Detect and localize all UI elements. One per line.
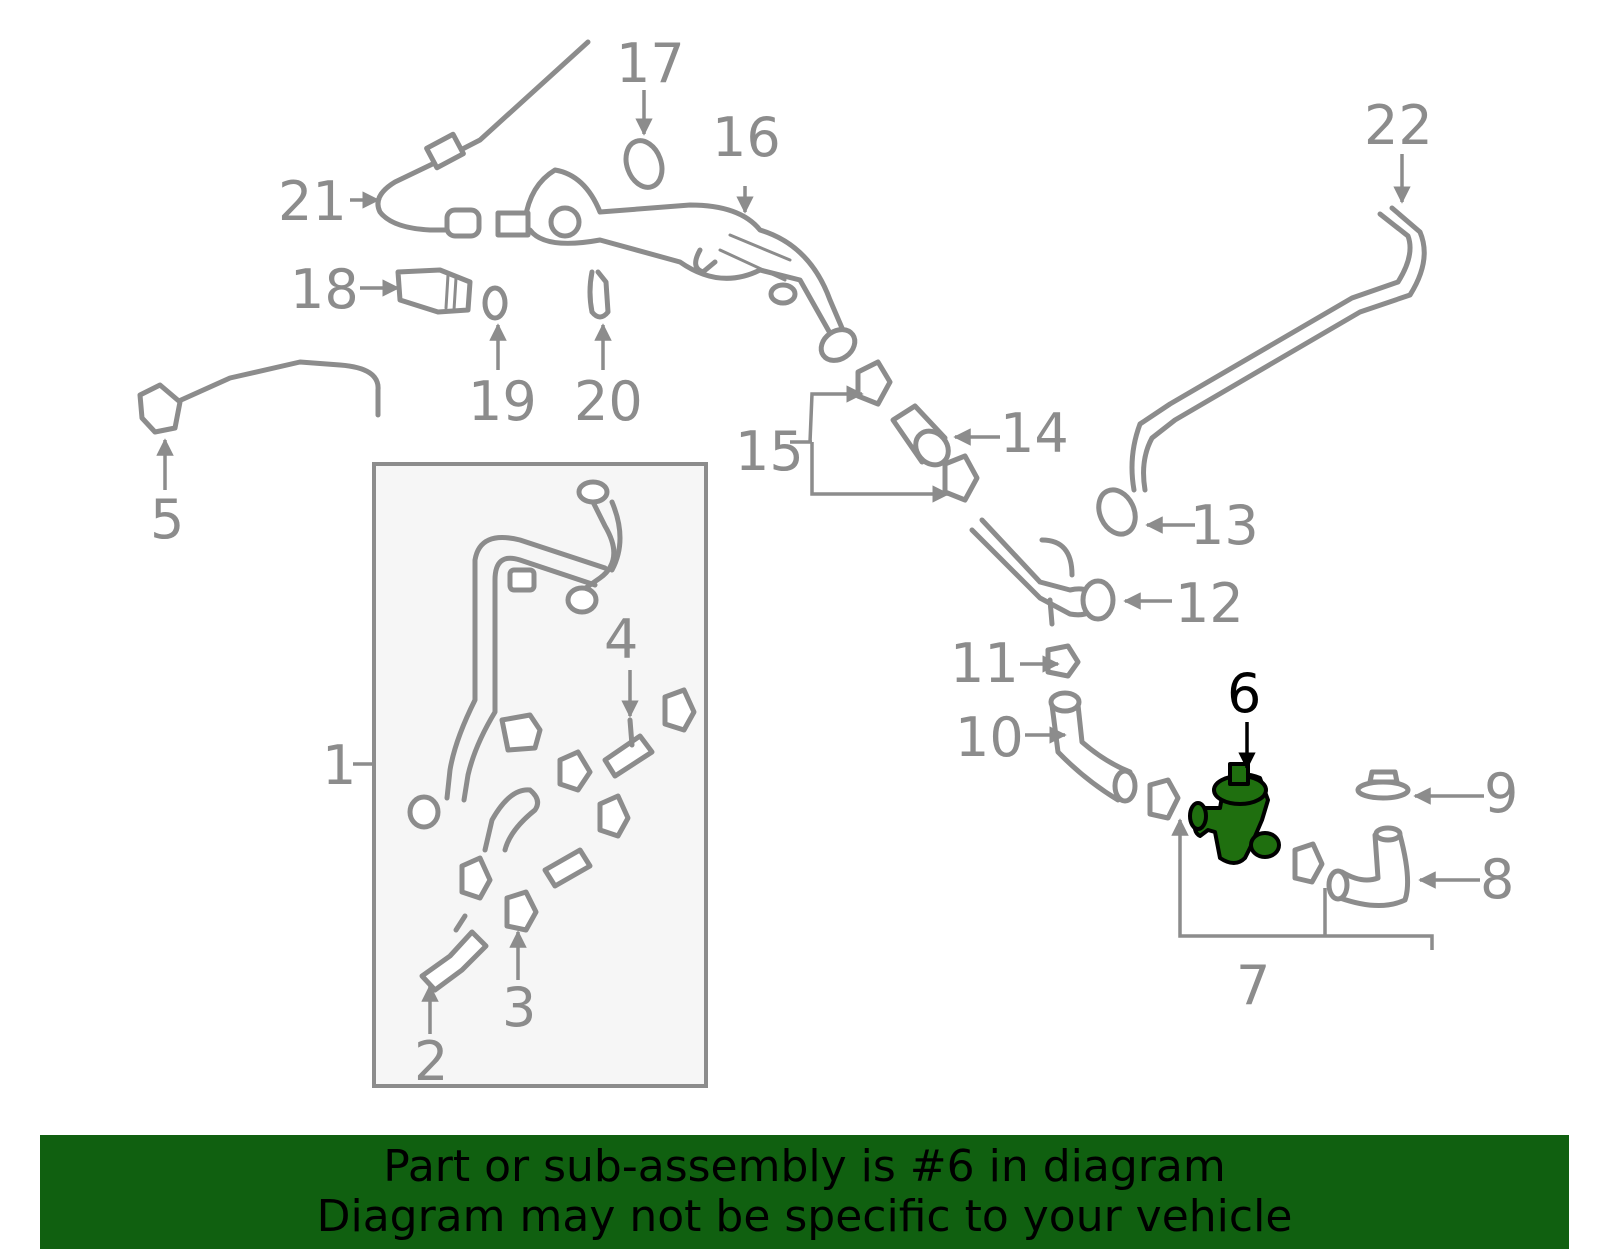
part-17-oring <box>623 138 665 190</box>
callout-3: 3 <box>502 976 536 1039</box>
part-4-connector <box>602 717 655 779</box>
inset-box <box>372 462 708 1088</box>
callout-22: 22 <box>1364 94 1433 157</box>
banner-line-2: Diagram may not be specific to your vehi… <box>316 1191 1293 1242</box>
callout-12: 12 <box>1175 572 1244 635</box>
callout-17: 17 <box>616 32 685 95</box>
info-banner: Part or sub-assembly is #6 in diagram Di… <box>40 1135 1569 1249</box>
callout-4: 4 <box>604 608 638 671</box>
callout-6[interactable]: 6 <box>1227 662 1261 725</box>
part-3-clamp <box>504 889 539 933</box>
part-21-hose <box>375 39 591 239</box>
callout-5: 5 <box>150 488 184 551</box>
part-10-hose <box>1048 690 1138 804</box>
leader-lines <box>156 90 1484 1034</box>
part-12-connector <box>969 517 1116 627</box>
part-18-sensor <box>395 267 473 315</box>
callout-labels: 1 2 3 4 5 6 7 8 9 10 11 12 13 14 15 16 1… <box>150 32 1518 1093</box>
callout-15: 15 <box>735 420 804 483</box>
part-20-clip <box>587 269 611 320</box>
callout-20: 20 <box>574 370 643 433</box>
callout-18: 18 <box>290 258 359 321</box>
callout-10: 10 <box>955 706 1024 769</box>
part-14-hose <box>890 403 951 468</box>
banner-line-1: Part or sub-assembly is #6 in diagram <box>383 1141 1226 1192</box>
part-9-cap <box>1355 769 1411 801</box>
part-13-oring <box>1096 487 1138 537</box>
callout-13: 13 <box>1190 494 1259 557</box>
part-8-hose <box>1326 825 1411 909</box>
callout-8: 8 <box>1480 848 1514 911</box>
callout-9: 9 <box>1484 762 1518 825</box>
part-6-valve[interactable] <box>1188 762 1281 865</box>
callout-7: 7 <box>1236 954 1270 1017</box>
part-5-hose <box>137 359 381 435</box>
part-19-oring <box>482 285 508 321</box>
callout-2: 2 <box>414 1030 448 1093</box>
callout-16: 16 <box>712 106 781 169</box>
callout-19: 19 <box>468 370 537 433</box>
callout-11: 11 <box>950 632 1019 695</box>
callout-1: 1 <box>322 734 356 797</box>
callout-14: 14 <box>1000 402 1069 465</box>
part-1-hose-assembly <box>407 479 697 901</box>
part-22-pipe <box>1129 205 1427 493</box>
part-16-pipe <box>495 167 858 363</box>
callout-21: 21 <box>278 170 347 233</box>
part-11-clamp <box>1045 643 1081 679</box>
